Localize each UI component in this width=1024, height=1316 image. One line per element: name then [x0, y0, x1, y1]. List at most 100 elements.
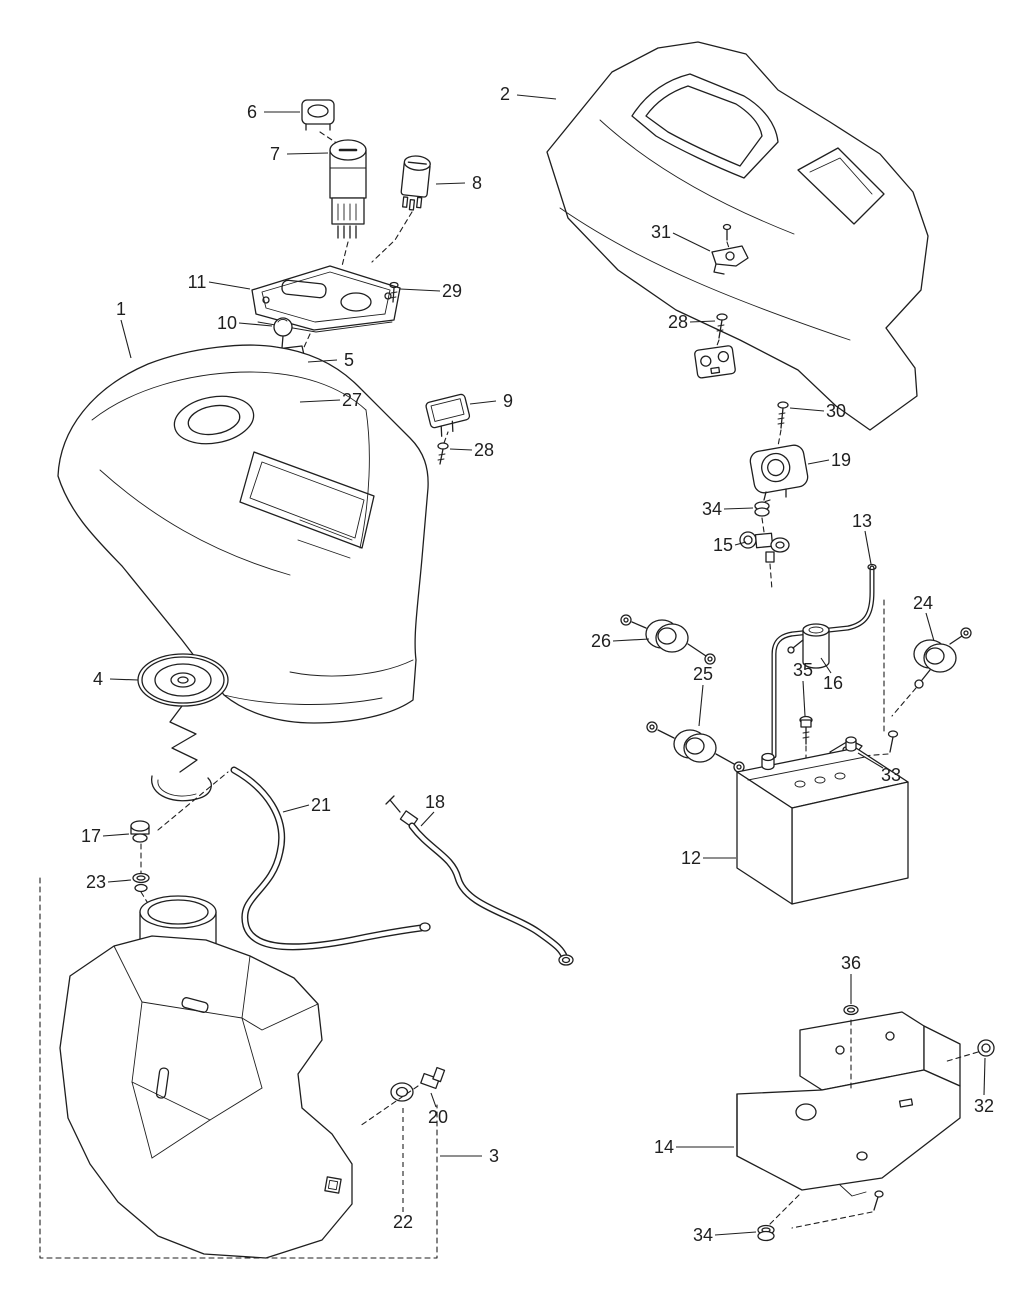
- leader-line-1: [120, 319, 132, 359]
- leader-line-24: [925, 612, 935, 642]
- leader-line-28: [689, 320, 716, 323]
- callout-34: 34: [692, 1225, 714, 1245]
- callout-2: 2: [499, 84, 511, 104]
- leader-line-13: [864, 530, 872, 565]
- callout-19: 19: [830, 450, 852, 470]
- ignition-switch-7: [329, 139, 367, 267]
- hose-18: [385, 795, 574, 966]
- leader-line-4: [109, 678, 139, 681]
- coil-cable-26: [620, 614, 716, 665]
- leader-line-34: [723, 507, 754, 510]
- leader-line-33: [857, 752, 884, 769]
- leader-line-8: [435, 182, 466, 185]
- callout-5: 5: [343, 350, 355, 370]
- leader-line-27: [299, 399, 341, 403]
- callout-22: 22: [392, 1212, 414, 1232]
- leader-line-17: [102, 833, 130, 837]
- battery-12: [736, 736, 909, 905]
- callout-17: 17: [80, 826, 102, 846]
- leader-line-10: [238, 322, 273, 327]
- callout-14: 14: [653, 1137, 675, 1157]
- grommet-17: [130, 771, 229, 875]
- switch-8: [371, 155, 431, 263]
- callout-11: 11: [187, 272, 207, 292]
- callout-3: 3: [488, 1146, 500, 1166]
- callout-20: 20: [427, 1107, 449, 1127]
- leader-line-35: [802, 680, 806, 717]
- leader-line-19: [807, 459, 830, 465]
- leader-line-30: [789, 407, 825, 412]
- leader-line-18: [420, 811, 435, 827]
- knob-10: [273, 317, 293, 349]
- callout-28: 28: [667, 312, 689, 332]
- callout-24: 24: [912, 593, 934, 613]
- coil-cable-24: [891, 627, 972, 717]
- leader-line-25: [698, 684, 704, 727]
- fuel-cap-4: [137, 653, 229, 802]
- callout-35: 35: [792, 660, 814, 680]
- callout-18: 18: [424, 792, 446, 812]
- leader-line-21: [282, 804, 310, 813]
- leader-line-23: [107, 879, 132, 883]
- screw-29: [389, 281, 399, 303]
- screw-30: [777, 401, 789, 447]
- leader-line-15: [734, 541, 747, 546]
- callout-16: 16: [822, 673, 844, 693]
- leader-line-11: [208, 281, 251, 290]
- callout-15: 15: [712, 535, 734, 555]
- screw-28-left: [437, 431, 449, 465]
- callout-10: 10: [216, 313, 238, 333]
- callout-25: 25: [692, 664, 714, 684]
- nut-36: [843, 1004, 859, 1093]
- leader-line-9: [469, 400, 497, 405]
- callout-36: 36: [840, 953, 862, 973]
- callout-7: 7: [269, 144, 281, 164]
- callout-34: 34: [701, 499, 723, 519]
- bolt-35: [799, 715, 813, 763]
- leader-line-28: [449, 448, 473, 451]
- nut-34-top: [754, 501, 770, 533]
- callout-6: 6: [246, 102, 258, 122]
- callout-1: 1: [115, 299, 127, 319]
- leader-line-31: [672, 232, 711, 252]
- leader-line-16: [820, 657, 832, 674]
- callout-29: 29: [441, 281, 463, 301]
- callout-33: 33: [880, 765, 902, 785]
- callout-30: 30: [825, 401, 847, 421]
- console-body: [57, 344, 429, 724]
- callout-21: 21: [310, 795, 332, 815]
- leader-line-26: [612, 638, 650, 642]
- fuel-tank: [39, 877, 438, 1259]
- cap-6: [301, 99, 339, 145]
- leader-line-29: [399, 288, 441, 292]
- callout-27: 27: [341, 390, 363, 410]
- fitting-15: [739, 531, 790, 591]
- nut-34-bottom: [757, 1193, 801, 1242]
- fitting-20: [359, 1066, 446, 1127]
- screw-28-right: [694, 313, 736, 379]
- console-rear-cover: [546, 41, 929, 431]
- bracket-31: [711, 223, 749, 275]
- boot-16: [787, 623, 830, 669]
- callout-12: 12: [680, 848, 702, 868]
- switch-19: [749, 444, 809, 503]
- callout-32: 32: [973, 1096, 995, 1116]
- leader-line-32: [983, 1057, 986, 1096]
- leader-line-5: [307, 359, 338, 363]
- battery-tray-14: [736, 1011, 961, 1229]
- callout-28: 28: [473, 440, 495, 460]
- switch-9: [425, 393, 471, 437]
- coil-cable-25: [646, 721, 745, 773]
- callout-13: 13: [851, 511, 873, 531]
- leader-line-20: [430, 1092, 437, 1108]
- callout-26: 26: [590, 631, 612, 651]
- leader-line-34: [714, 1231, 757, 1236]
- callout-31: 31: [650, 222, 672, 242]
- top-plate-11: [251, 265, 401, 357]
- callout-9: 9: [502, 391, 514, 411]
- callout-4: 4: [92, 669, 104, 689]
- callout-8: 8: [471, 173, 483, 193]
- bolt-32: [943, 1039, 995, 1063]
